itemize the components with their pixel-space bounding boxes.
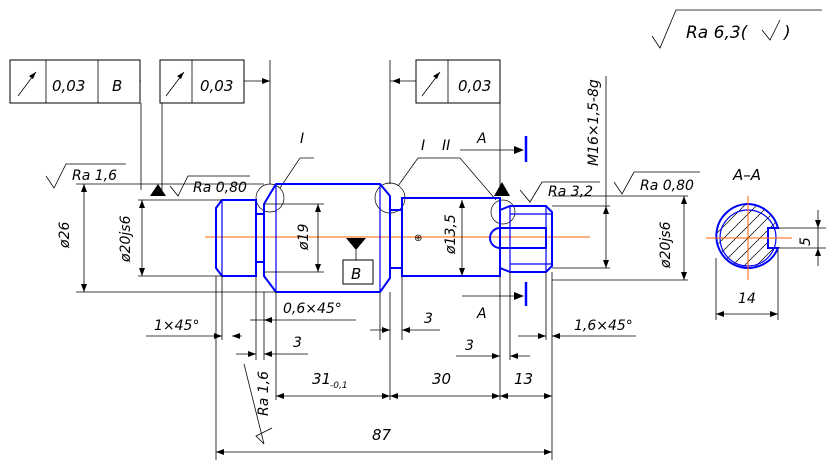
svg-text:ø20js6: ø20js6 [658,221,674,269]
dim-d26: ø26 [57,183,276,293]
dim-87: 87 [216,426,552,455]
svg-text:Ra 0,80: Ra 0,80 [640,178,694,194]
dim-31: 31 -0,1 [276,370,390,399]
general-roughness-close: ) [782,23,791,43]
detail-callout-one: I [255,131,314,213]
dim-3c: 3 [456,338,530,359]
svg-text:3: 3 [424,311,433,327]
datum-b: B [342,238,374,285]
svg-text:ø13,5: ø13,5 [443,214,459,255]
svg-text:Ra 0,80: Ra 0,80 [193,180,247,196]
detail-callout-two: II [440,138,516,225]
datum-triangle-icon [494,182,510,196]
tolerance-frame-2: 0,03 [159,59,245,104]
roughness-ra080-left: Ra 0,80 [169,175,250,197]
svg-text:87: 87 [372,426,392,444]
dim-3b: 3 [370,311,440,333]
datum-triangle-icon [150,184,166,196]
datum-label: B [351,265,361,283]
svg-text:M16×1,5-8g: M16×1,5-8g [586,79,602,166]
roughness-ra16-left: Ra 1,6 [45,163,166,196]
svg-text:ø19: ø19 [296,224,312,251]
section-cut-top: A [460,131,528,162]
dim-d19: ø19 [264,203,324,273]
svg-text:ø20js6: ø20js6 [118,215,134,263]
svg-text:I: I [421,138,425,154]
svg-text:Ra 1,6: Ra 1,6 [256,371,272,416]
extension-lines [215,60,553,460]
centre-mark-icon: ⊕ [414,233,422,244]
dim-chamfer-16x45: 1,6×45° [518,318,636,339]
svg-text:30: 30 [432,370,451,388]
svg-text:31: 31 [312,370,331,388]
dim-thread: M16×1,5-8g [552,76,610,269]
tolerance-value: 0,03 [52,77,85,95]
section-cut-bottom: A [462,282,528,322]
runout-arrow-icon [421,71,441,97]
dim-d13-5: ø13,5 ⊕ [414,200,465,276]
dim-d20-right: ø20js6 [552,195,688,281]
general-roughness-text: Ra 6,3( [686,23,749,43]
dim-d20-left: ø20js6 [118,199,222,277]
section-title: A–A [732,166,761,184]
svg-text:II: II [442,138,450,154]
roughness-ra16-bottom: Ra 1,6 [243,363,273,445]
svg-text:14: 14 [738,291,756,307]
tolerance-datum: B [112,77,122,95]
general-roughness: Ra 6,3( ) [651,9,822,49]
svg-text:3: 3 [293,335,302,351]
dim-chamfer-1x45: 1×45° [146,318,242,339]
roughness-ra32: Ra 3,2 [494,181,600,203]
dim-13: 13 [500,370,552,399]
svg-text:I: I [300,131,304,147]
svg-text:0,6×45°: 0,6×45° [283,301,342,317]
tolerance-value: 0,03 [200,77,233,95]
svg-text:A: A [476,306,487,322]
tolerance-value: 0,03 [458,77,491,95]
svg-text:Ra 1,6: Ra 1,6 [72,168,117,184]
runout-arrow-icon [17,71,37,97]
roughness-ra080-right: Ra 0,80 [613,171,700,195]
detail-callout-one-b: I [374,138,440,214]
dim-30: 30 [390,370,500,399]
svg-text:13: 13 [514,370,533,388]
svg-text:A: A [476,131,487,147]
tolerance-frame-3: 0,03 [415,59,501,104]
svg-text:1×45°: 1×45° [154,318,199,334]
runout-arrow-icon [165,71,185,97]
svg-text:1,6×45°: 1,6×45° [574,318,633,334]
section-view: A–A 14 [706,166,826,320]
tolerance-frame-1: 0,03 B [9,59,141,104]
dim-chamfer-06x45: 0,6×45° [250,301,356,323]
svg-text:ø26: ø26 [57,222,73,249]
svg-text:Ra 3,2: Ra 3,2 [548,184,593,200]
dim-3a: 3 [236,335,308,357]
svg-text:3: 3 [465,338,474,354]
svg-text:5: 5 [798,237,814,246]
svg-text:-0,1: -0,1 [330,381,348,391]
